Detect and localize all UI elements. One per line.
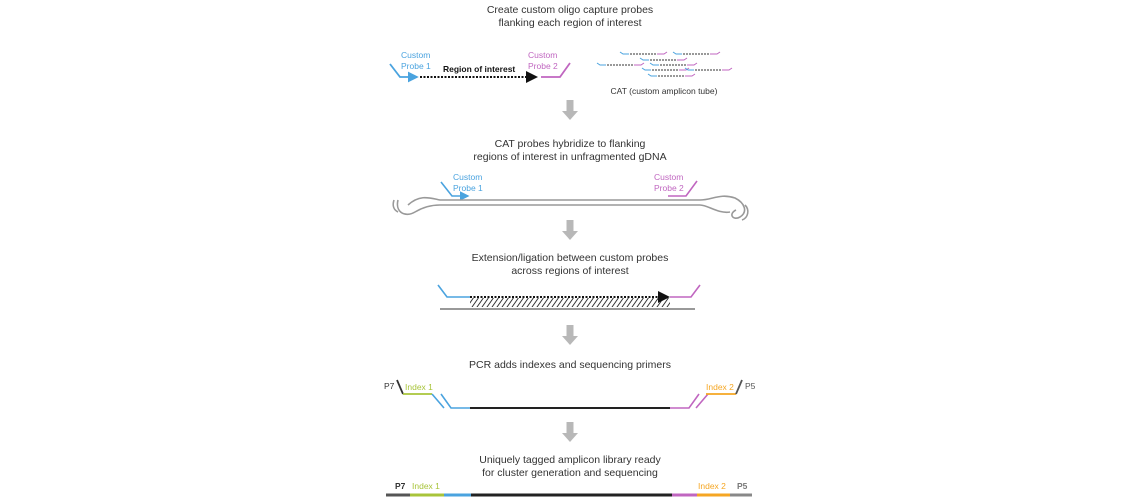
probe-2-label-line-2: Probe 2 [528, 61, 558, 71]
index-1-primer-link [431, 393, 445, 409]
custom-probe-1 [389, 63, 419, 83]
p7-adapter [396, 379, 404, 395]
step-3: Extension/ligation between custom probes… [437, 252, 701, 310]
step-2-title-line-1: CAT probes hybridize to flanking [495, 138, 646, 150]
p7-label: P7 [395, 481, 406, 491]
cat-tube-label: CAT (custom amplicon tube) [611, 86, 718, 96]
index-1-label: Index 1 [405, 382, 433, 392]
cat-probe [641, 67, 690, 71]
probe-2-label-line-1: Custom [528, 50, 557, 60]
cat-probe [647, 73, 696, 77]
probe-1-label-line-1: Custom [401, 50, 430, 60]
step-5: Uniquely tagged amplicon library ready f… [386, 454, 752, 497]
probe-1-label-line-2: Probe 1 [453, 183, 483, 193]
probe-1-label-line-1: Custom [453, 172, 482, 182]
step-1-title-line-2: flanking each region of interest [498, 17, 641, 29]
custom-probe-2 [670, 393, 700, 409]
step-4-title: PCR adds indexes and sequencing primers [469, 359, 671, 371]
cat-probe [649, 62, 698, 66]
down-arrow-icon [562, 100, 578, 120]
down-arrow-icon [562, 325, 578, 345]
step-1: Create custom oligo capture probes flank… [389, 4, 733, 96]
index-2-primer-link [695, 393, 709, 409]
probe-2-label-line-2: Probe 2 [654, 183, 684, 193]
cat-probe-pool [596, 51, 733, 77]
cat-probe [672, 51, 721, 55]
cat-probe [639, 57, 688, 61]
p5-label: P5 [745, 381, 756, 391]
step-3-title-line-2: across regions of interest [511, 265, 628, 277]
custom-probe-2 [670, 284, 701, 298]
custom-probe-2 [541, 62, 571, 78]
custom-probe-2 [668, 180, 698, 197]
index-2-label: Index 2 [706, 382, 734, 392]
p7-label: P7 [384, 381, 395, 391]
down-arrow-icon [562, 220, 578, 240]
probe-1-label-line-2: Probe 1 [401, 61, 431, 71]
step-4: PCR adds indexes and sequencing primers … [384, 359, 756, 409]
cat-probe [684, 67, 733, 71]
index-2-label: Index 2 [698, 481, 726, 491]
step-5-title-line-2: for cluster generation and sequencing [482, 467, 658, 479]
unfragmented-gdna [392, 195, 749, 221]
custom-probe-1 [440, 393, 470, 409]
index-1-label: Index 1 [412, 481, 440, 491]
step-2: CAT probes hybridize to flanking regions… [392, 138, 749, 221]
step-2-title-line-2: regions of interest in unfragmented gDNA [473, 151, 666, 163]
custom-probe-1 [440, 181, 470, 201]
step-3-title-line-1: Extension/ligation between custom probes [472, 252, 669, 264]
step-1-title-line-1: Create custom oligo capture probes [487, 4, 653, 16]
p5-adapter [735, 379, 743, 395]
probe-2-label-line-1: Custom [654, 172, 683, 182]
p5-label: P5 [737, 481, 748, 491]
cat-probe [596, 62, 645, 66]
cat-probe [619, 51, 668, 55]
region-of-interest-label: Region of interest [443, 64, 515, 74]
custom-probe-1 [437, 284, 470, 298]
extension-hatched-region [470, 298, 670, 307]
step-5-title-line-1: Uniquely tagged amplicon library ready [479, 454, 661, 466]
down-arrow-icon [562, 422, 578, 442]
